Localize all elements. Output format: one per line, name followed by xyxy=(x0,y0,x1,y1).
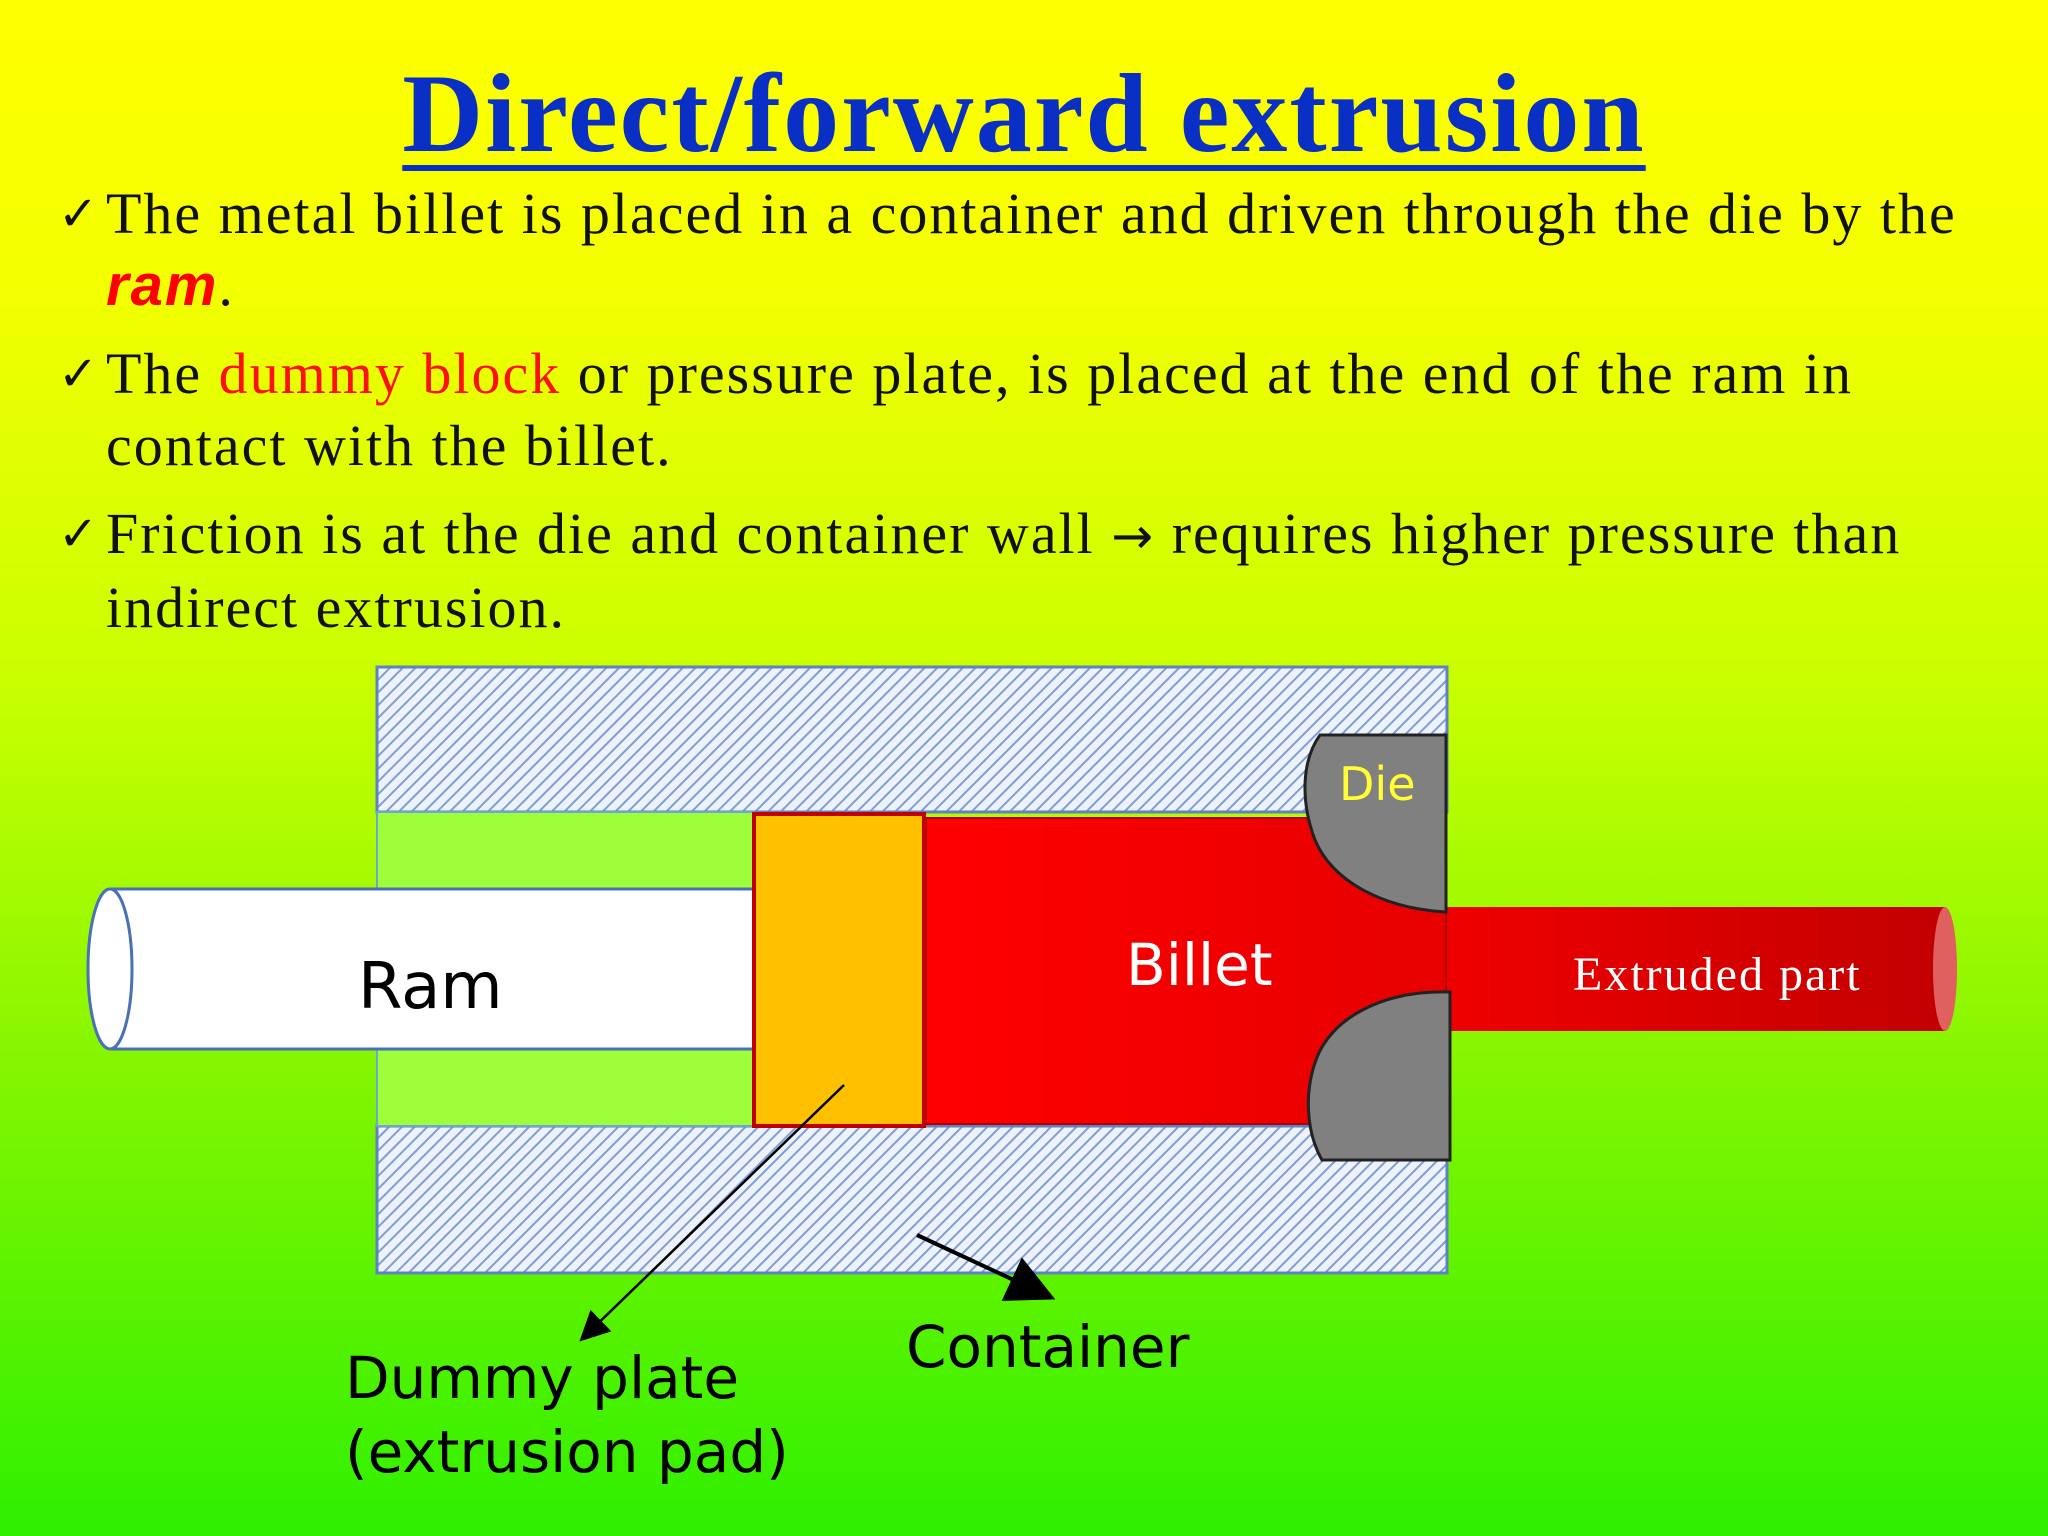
bullet-text-end: . xyxy=(218,253,235,318)
bullet-text-end: requires higher pressure than indirect e… xyxy=(106,501,1902,640)
die-bottom xyxy=(1306,990,1452,1162)
ram-label: Ram xyxy=(358,950,503,1024)
bullet-text-end: or pressure plate, is placed at the end … xyxy=(106,341,1853,478)
container-top xyxy=(375,665,1449,814)
dummy-plate-label-1: Dummy plate xyxy=(345,1344,739,1412)
checkmark-icon: ✓ xyxy=(58,346,101,402)
bullet-text: The metal billet is placed in a containe… xyxy=(106,181,1957,246)
dummy-plate-pointer xyxy=(579,1084,845,1342)
billet-label: Billet xyxy=(1126,931,1273,999)
ram-end-cap xyxy=(86,887,134,1051)
checkmark-icon: ✓ xyxy=(58,506,101,562)
right-arrow-icon: → xyxy=(1111,507,1156,565)
bullet-item-2: ✓The dummy block or pressure plate, is p… xyxy=(58,338,1978,482)
checkmark-icon: ✓ xyxy=(58,186,101,242)
container-label: Container xyxy=(906,1313,1190,1381)
dummy-plate-label-2: (extrusion pad) xyxy=(345,1418,789,1486)
dummy-plate xyxy=(752,812,926,1128)
bullet-item-1: ✓The metal billet is placed in a contain… xyxy=(58,178,1978,322)
container-bottom xyxy=(375,1124,1449,1275)
slide-title: Direct/forward extrusion xyxy=(0,50,2048,179)
extruded-end-cap xyxy=(1933,907,1957,1031)
extruded-part xyxy=(1440,907,1945,1031)
title-text: Direct/forward extrusion xyxy=(402,52,1646,176)
dummy-block-highlight: dummy block xyxy=(218,341,562,406)
bullet-list: ✓The metal billet is placed in a contain… xyxy=(58,178,1978,660)
extruded-part-label: Extruded part xyxy=(1573,948,1862,1001)
ram-highlight: ram xyxy=(106,253,219,318)
bullet-text: Friction is at the die and container wal… xyxy=(106,501,1112,566)
bullet-text: The xyxy=(106,341,219,406)
die-top xyxy=(1303,733,1448,914)
bullet-item-3: ✓Friction is at the die and container wa… xyxy=(58,498,1978,644)
die-label: Die xyxy=(1339,757,1416,811)
container-pointer xyxy=(916,1233,1056,1301)
